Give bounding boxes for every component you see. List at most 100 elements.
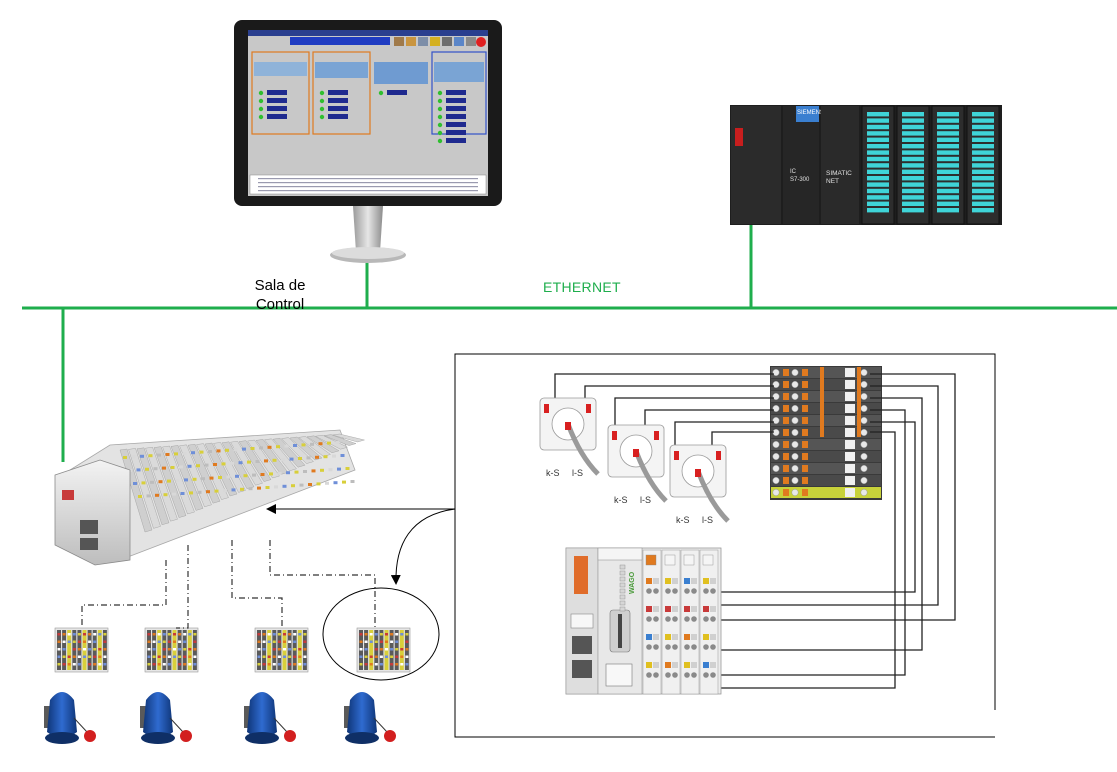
field-node-marker bbox=[395, 663, 399, 666]
rail-terminal-marker bbox=[189, 491, 193, 495]
field-node-marker bbox=[167, 663, 171, 666]
status-led bbox=[437, 130, 443, 136]
controller-io-clamp bbox=[710, 644, 716, 650]
field-node-marker bbox=[83, 633, 86, 636]
plc-io-led bbox=[867, 163, 889, 168]
rail-terminal-slice bbox=[332, 433, 366, 443]
plc-io-led bbox=[972, 188, 994, 194]
plc-io-led bbox=[937, 169, 959, 174]
rail-terminal-marker bbox=[184, 478, 188, 482]
field-node-marker bbox=[157, 648, 161, 651]
controller-io-clamp bbox=[646, 644, 652, 650]
plc-io-led bbox=[867, 195, 889, 200]
controller-io-clamp bbox=[684, 672, 690, 678]
plc-comm-line-2: NET bbox=[826, 178, 839, 185]
rail-terminal-marker bbox=[216, 449, 221, 453]
field-node-marker bbox=[283, 655, 286, 658]
status-field bbox=[267, 114, 287, 119]
rail-terminal-marker bbox=[242, 447, 246, 451]
field-node-marker bbox=[257, 655, 261, 658]
controller-io-clamp bbox=[691, 644, 697, 650]
rail-terminal-marker bbox=[277, 471, 282, 475]
rail-terminal-marker bbox=[214, 489, 219, 493]
pump-base bbox=[345, 732, 379, 744]
terminal-row bbox=[771, 403, 881, 414]
controller-io-marker bbox=[691, 634, 697, 640]
field-node-marker bbox=[167, 648, 171, 651]
rail-terminal-marker bbox=[320, 468, 324, 472]
plc-io-led bbox=[902, 137, 924, 142]
rail-terminal-marker bbox=[223, 489, 227, 492]
plc-io-led bbox=[902, 124, 924, 130]
rail-terminal-marker bbox=[201, 477, 205, 481]
terminal-jumper bbox=[783, 441, 789, 448]
plc-io-led bbox=[902, 176, 924, 181]
terminal-row bbox=[771, 475, 881, 486]
terminal-jumper bbox=[802, 465, 808, 472]
controller-io-marker bbox=[672, 662, 678, 668]
terminal-screw bbox=[772, 381, 780, 388]
controller-io-slice bbox=[642, 549, 662, 695]
pump-body bbox=[47, 692, 77, 738]
controller-led bbox=[619, 588, 626, 594]
terminal-jumper bbox=[802, 381, 808, 388]
rail-terminal-marker bbox=[310, 442, 314, 446]
scada-panels bbox=[251, 51, 487, 135]
field-node-marker bbox=[262, 640, 266, 643]
terminal-row bbox=[771, 487, 881, 498]
field-node-marker bbox=[152, 655, 156, 658]
controller-io-marker bbox=[703, 606, 709, 612]
controller-led bbox=[619, 606, 626, 612]
plc-rack: SIEMENS IC S7-300 SIMATIC NET bbox=[730, 105, 1002, 225]
field-node-marker bbox=[193, 655, 197, 658]
terminal-block bbox=[770, 366, 882, 500]
controller-io-clamp bbox=[691, 616, 697, 622]
rail-terminal-marker bbox=[325, 481, 329, 485]
controller-io-marker bbox=[710, 606, 716, 612]
highlight-circle bbox=[322, 587, 440, 681]
rail-terminal-marker bbox=[303, 470, 307, 473]
field-node-marker bbox=[67, 633, 71, 636]
terminal-jumper bbox=[802, 405, 808, 412]
fieldbus-links bbox=[81, 540, 376, 629]
rail-terminal-marker bbox=[265, 486, 270, 489]
controller-io-clamp bbox=[672, 588, 678, 594]
rail-terminal-marker bbox=[259, 446, 263, 450]
rail-terminal-slice bbox=[323, 434, 357, 446]
controller-io-clamp bbox=[703, 644, 709, 650]
sensor-label-l: l-S bbox=[572, 468, 583, 478]
plc-io-led bbox=[867, 137, 889, 142]
rail-terminal-marker bbox=[257, 486, 261, 490]
field-node-marker bbox=[183, 663, 187, 666]
terminal-screw bbox=[860, 477, 868, 484]
rail-terminal-marker bbox=[315, 455, 319, 459]
pump-body bbox=[347, 692, 377, 738]
rail-terminal-marker bbox=[167, 479, 171, 483]
terminal-screw bbox=[860, 465, 868, 472]
controller-led bbox=[619, 570, 626, 576]
level-sensor-led bbox=[654, 431, 659, 440]
terminal-bridge bbox=[857, 367, 861, 437]
rail-terminal-slice bbox=[289, 436, 323, 461]
terminal-label bbox=[845, 428, 855, 437]
controller-io-clamp bbox=[653, 644, 659, 650]
terminal-jumper bbox=[783, 381, 789, 388]
pump-float-cable bbox=[73, 717, 88, 733]
rail-terminal-marker bbox=[240, 487, 244, 491]
field-node-marker bbox=[67, 640, 71, 643]
controller-io-label bbox=[702, 554, 714, 566]
terminal-jumper bbox=[783, 489, 789, 496]
controller-led bbox=[619, 582, 626, 588]
plc-io-led bbox=[867, 201, 889, 206]
rail-terminal-marker bbox=[328, 468, 333, 472]
controller-io-marker bbox=[672, 606, 678, 612]
rail-terminal-marker bbox=[332, 454, 336, 458]
rail-terminal-marker bbox=[298, 457, 302, 460]
field-node-marker bbox=[374, 655, 378, 658]
terminal-screw bbox=[791, 489, 799, 496]
field-node-marker bbox=[103, 663, 107, 666]
controller-io-marker bbox=[665, 662, 671, 668]
field-node-marker bbox=[62, 648, 66, 651]
field-node-marker bbox=[379, 633, 383, 636]
field-node-marker bbox=[98, 648, 102, 651]
